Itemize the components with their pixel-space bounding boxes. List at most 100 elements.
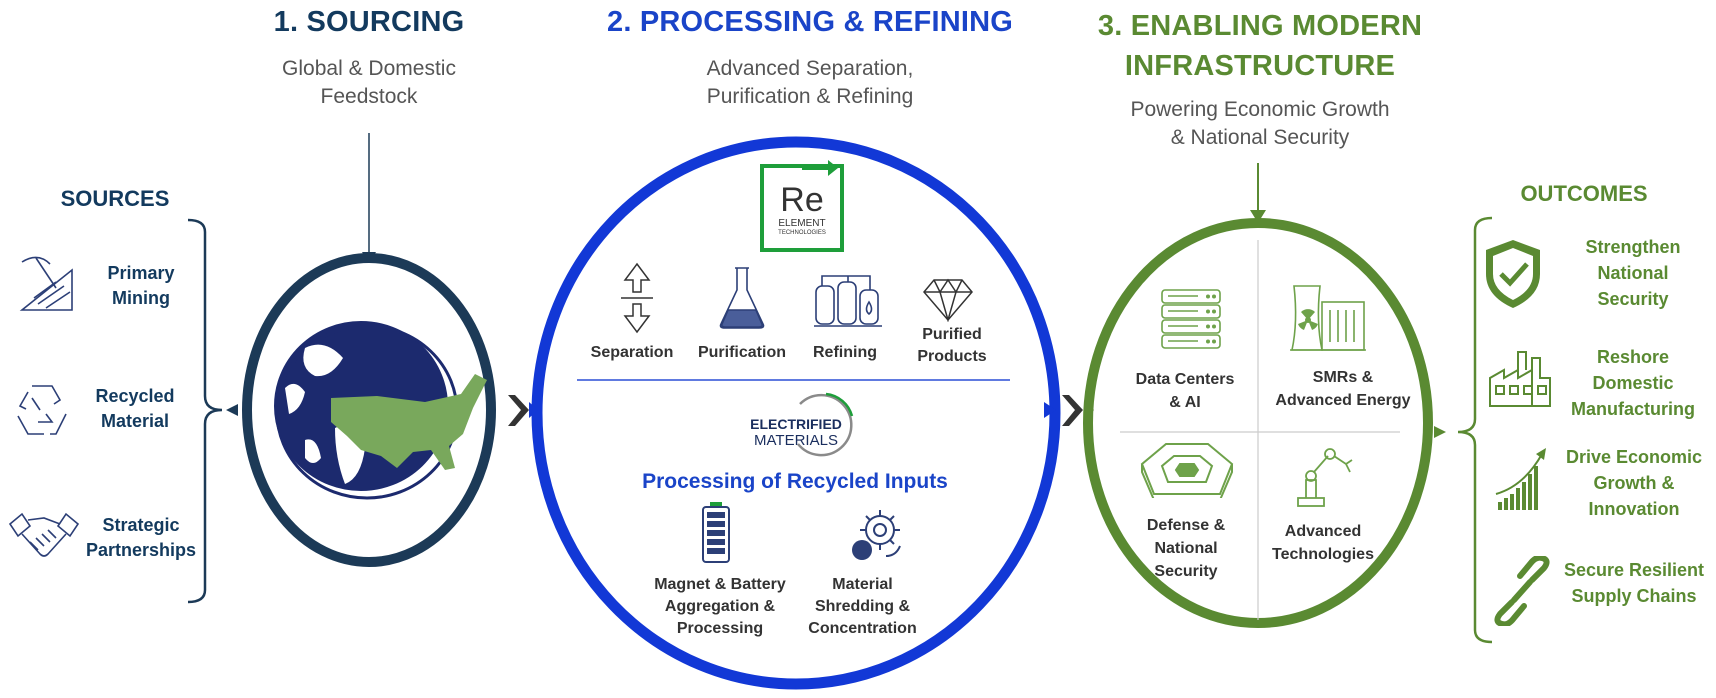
re-element-arrow-icon: [802, 160, 838, 176]
step-purification-label: Purification: [697, 344, 786, 361]
source-strategic-partnerships-line-1: Strategic: [102, 515, 180, 535]
stage-2-subtitle-line-1: Advanced Separation,: [706, 57, 914, 80]
robot-arm-icon: [1297, 448, 1353, 507]
stage-1-title: 1. SOURCING: [273, 6, 465, 38]
outcome-reshore-label: Reshore Domestic Manufacturing: [1560, 344, 1706, 422]
globe-usa-icon: [272, 319, 487, 500]
step-separation-label: Separation: [590, 344, 674, 361]
stage-3-title-line-1: 3. ENABLING MODERN: [1097, 10, 1423, 42]
re-element-line-2: TECHNOLOGIES: [778, 230, 826, 236]
refinery-tanks-icon: [814, 275, 882, 327]
outcome-national-security-line-1: Strengthen: [1585, 237, 1681, 257]
outcomes-connector-arrow: [1434, 426, 1446, 438]
outcome-reshore-line-3: Manufacturing: [1571, 399, 1695, 419]
factory-icon: [1489, 351, 1551, 407]
stage-3-title: 3. ENABLING MODERN INFRASTRUCTURE: [1070, 6, 1450, 86]
outcome-reshore-line-2: Domestic: [1592, 373, 1674, 393]
stage-1-subtitle-line-2: Feedstock: [320, 85, 418, 108]
outcome-national-security-label: Strengthen National Security: [1560, 234, 1706, 312]
step-purified-products-label: Purified Products: [900, 324, 1004, 368]
shield-check-icon: [1486, 240, 1540, 308]
chain-link-icon: [1494, 556, 1550, 626]
processing-exit-arrow: [1044, 402, 1056, 418]
recycled-inputs-heading: Processing of Recycled Inputs: [642, 470, 948, 493]
source-recycled-material-line-1: Recycled: [95, 386, 175, 406]
server-rack-icon: [1161, 289, 1221, 349]
outcomes-heading: OUTCOMES: [1520, 181, 1648, 206]
infrastructure-entry-arrow: [1085, 402, 1094, 418]
stage-3-subtitle-line-2: & National Security: [1170, 126, 1350, 149]
recycled-step-magnet-battery-line-1: Magnet & Battery: [654, 576, 786, 593]
flask-icon: [719, 267, 765, 329]
outcome-supply-chains-label: Secure Resilient Supply Chains: [1554, 557, 1714, 609]
stage-1-subtitle-line-1: Global & Domestic: [282, 57, 456, 80]
electrified-logo-line-1: ELECTRIFIED: [750, 416, 842, 432]
infra-defense-line-3: Security: [1154, 563, 1218, 580]
infra-data-centers-line-2: & AI: [1169, 394, 1201, 411]
recycled-step-shredding-line-3: Concentration: [808, 620, 917, 637]
recycled-step-magnet-battery-label: Magnet & Battery Aggregation & Processin…: [640, 574, 800, 640]
outcome-supply-chains-line-1: Secure Resilient: [1563, 560, 1705, 580]
outcome-supply-chains-line-2: Supply Chains: [1571, 586, 1697, 606]
processing-entry-arrow: [529, 402, 538, 418]
electrified-materials-ring-icon: [797, 392, 854, 457]
shredder-gear-icon: [852, 510, 901, 560]
pentagon-icon: [1140, 443, 1234, 498]
outcome-economic-growth-line-3: Innovation: [1588, 499, 1680, 519]
infra-data-centers-label: Data Centers & AI: [1120, 368, 1250, 414]
stage-3-title-line-2: INFRASTRUCTURE: [1124, 50, 1396, 82]
source-recycled-material-label: Recycled Material: [80, 384, 190, 434]
re-element-symbol: Re: [780, 181, 824, 219]
recycled-step-magnet-battery-line-2: Aggregation &: [664, 598, 776, 615]
infra-advanced-tech-line-1: Advanced: [1284, 523, 1362, 540]
chevron-1-icon: [508, 395, 529, 426]
source-primary-mining-label: Primary Mining: [86, 261, 196, 311]
sourcing-down-arrow: [362, 133, 376, 263]
stage-1-subtitle: Global & Domestic Feedstock: [239, 55, 499, 111]
chevron-2-icon: [1062, 395, 1083, 426]
stage-2-subtitle-line-2: Purification & Refining: [706, 85, 914, 108]
step-purified-products-line-1: Purified: [922, 326, 982, 343]
stage-2-title: 2. PROCESSING & REFINING: [606, 6, 1014, 38]
recycled-step-shredding-line-1: Material: [832, 576, 893, 593]
handshake-icon: [8, 512, 80, 557]
source-strategic-partnerships-line-2: Partnerships: [85, 540, 197, 560]
nuclear-plant-icon: [1290, 285, 1366, 351]
source-recycled-material-line-2: Material: [100, 411, 170, 431]
infrastructure-down-arrow: [1250, 163, 1266, 223]
re-element-line-1: ELEMENT: [778, 218, 826, 229]
outcomes-bracket: [1457, 216, 1493, 644]
re-element-logo: Re ELEMENT TECHNOLOGIES: [760, 164, 844, 252]
stage-3-subtitle: Powering Economic Growth & National Secu…: [1090, 96, 1430, 152]
infra-smrs-line-2: Advanced Energy: [1275, 392, 1411, 409]
mining-pickaxe-icon: [19, 256, 73, 311]
outcome-national-security-line-2: National: [1597, 263, 1669, 283]
infra-defense-line-1: Defense &: [1146, 517, 1226, 534]
infra-defense-line-2: National: [1154, 540, 1218, 557]
infra-data-centers-line-1: Data Centers: [1135, 371, 1235, 388]
outcome-reshore-line-1: Reshore: [1596, 347, 1670, 367]
outcome-economic-growth-label: Drive Economic Growth & Innovation: [1554, 444, 1714, 522]
step-refining-label: Refining: [813, 344, 877, 361]
electrified-logo-line-2: MATERIALS: [754, 432, 838, 449]
infra-smrs-label: SMRs & Advanced Energy: [1268, 366, 1418, 412]
infra-advanced-tech-line-2: Technologies: [1272, 546, 1374, 563]
recycled-step-shredding-line-2: Shredding &: [814, 598, 911, 615]
stage-2-subtitle: Advanced Separation, Purification & Refi…: [640, 55, 980, 111]
growth-chart-icon: [1495, 448, 1546, 510]
outcome-national-security-line-3: Security: [1597, 289, 1669, 309]
sources-bracket: [187, 218, 223, 604]
separation-arrows-icon: [621, 262, 653, 334]
processing-circle: [531, 136, 1061, 690]
diamond-icon: [923, 278, 973, 322]
source-primary-mining-line-1: Primary: [107, 263, 175, 283]
sources-connector-arrow: [226, 404, 238, 416]
outcome-economic-growth-line-2: Growth &: [1593, 473, 1675, 493]
step-purified-products-line-2: Products: [917, 348, 987, 365]
infra-advanced-tech-label: Advanced Technologies: [1258, 520, 1388, 566]
infra-defense-label: Defense & National Security: [1120, 514, 1252, 583]
recycled-step-shredding-label: Material Shredding & Concentration: [800, 574, 925, 640]
recycled-step-magnet-battery-line-3: Processing: [676, 620, 764, 637]
battery-icon: [702, 502, 730, 563]
